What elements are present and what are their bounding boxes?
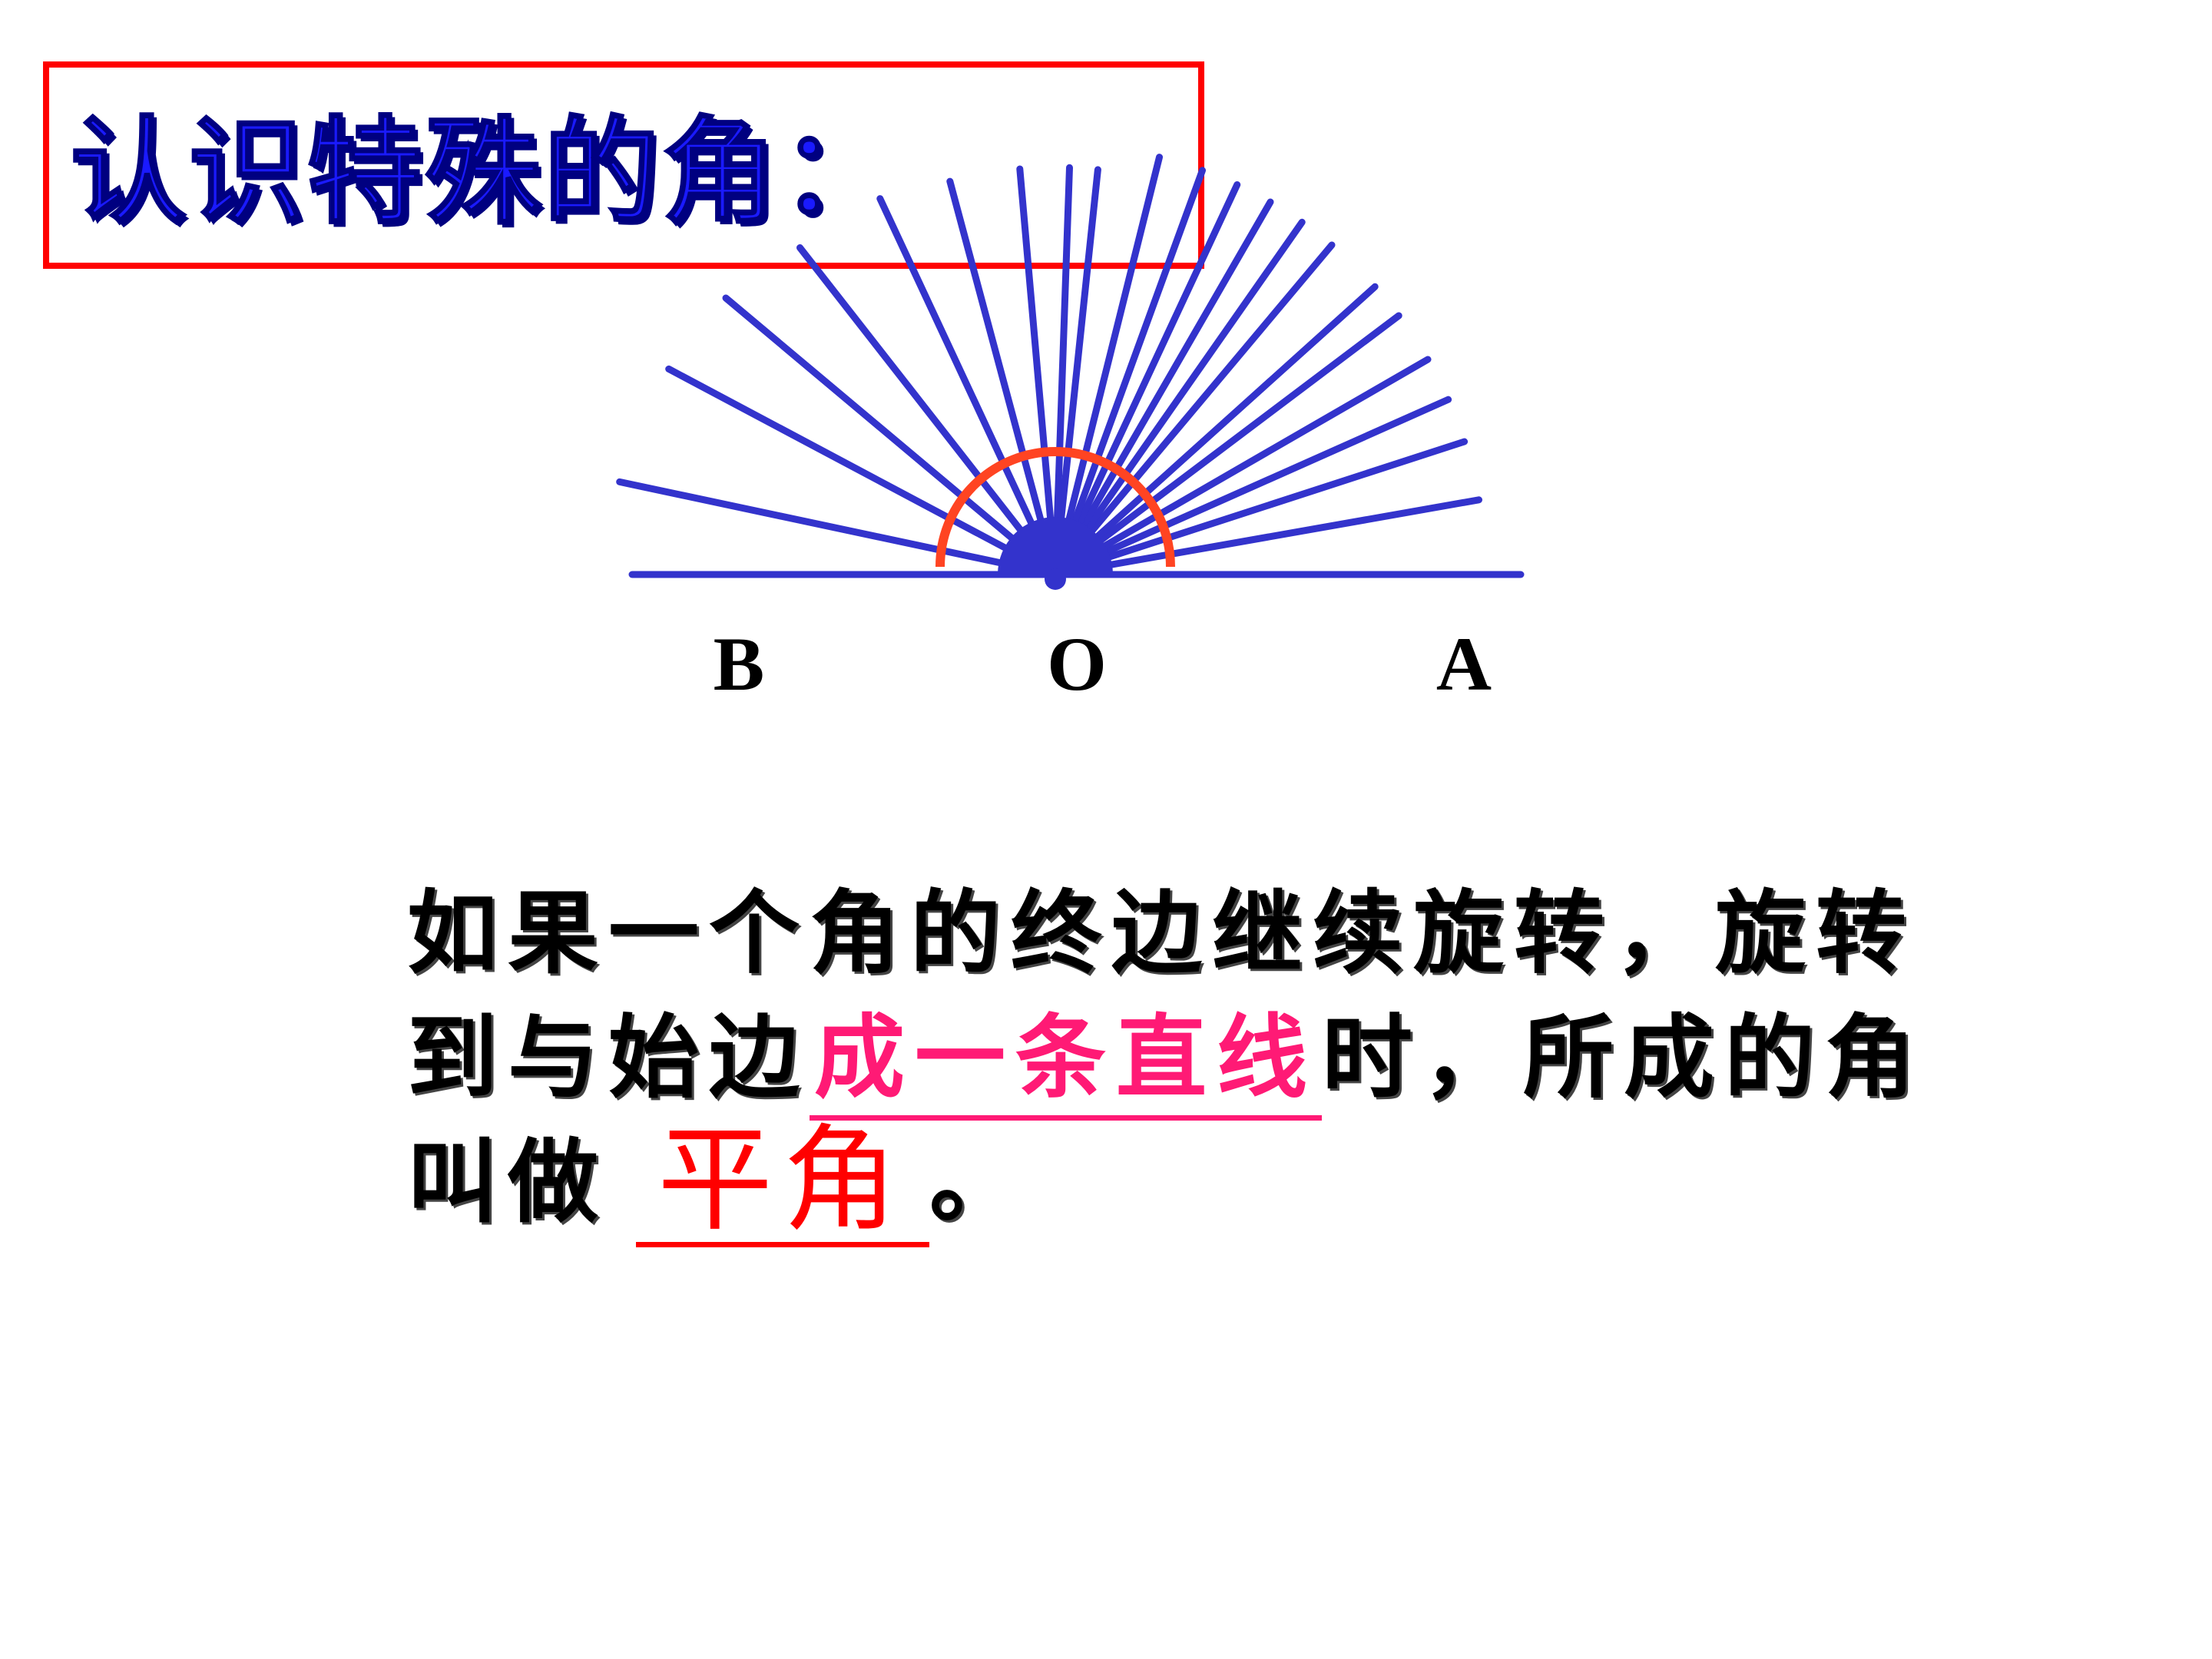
ray-55-deg xyxy=(1051,218,1306,578)
ray-70-deg xyxy=(1051,167,1206,578)
ray-152-deg xyxy=(665,365,1059,578)
ray-65-deg xyxy=(1051,181,1241,578)
ray-50-deg xyxy=(1051,241,1336,578)
ray-88-deg xyxy=(1051,164,1073,578)
title-frame xyxy=(43,61,1204,269)
answer-blank-straight-angle: 平角 xyxy=(636,1119,930,1247)
vertex-ray-bundle xyxy=(998,517,1113,575)
rotating-rays xyxy=(616,154,1482,578)
ray-24-deg xyxy=(1051,396,1452,578)
line3-suffix: 。 xyxy=(929,1129,1031,1235)
line3-prefix: 叫做 xyxy=(407,1129,609,1235)
answer-blank-straight-line: 成一条直线 xyxy=(810,1000,1323,1121)
point-label-A: A xyxy=(1436,621,1492,707)
definition-line-1: 如果一个角的终边继续旋转，旋转 xyxy=(407,880,1917,986)
point-label-O: O xyxy=(1047,621,1107,707)
ray-168-deg xyxy=(616,478,1059,578)
definition-line-2: 到与始边成一条直线时，所成的角 xyxy=(407,992,1926,1123)
ray-128-deg xyxy=(796,244,1059,578)
ray-18-deg xyxy=(1051,438,1469,578)
line2-suffix: 时，所成的角 xyxy=(1322,1005,1926,1111)
ray-115-deg xyxy=(876,195,1059,578)
line2-prefix: 到与始边 xyxy=(407,1005,810,1111)
ray-37-deg xyxy=(1051,312,1402,578)
ray-140-deg xyxy=(722,294,1059,578)
ray-76-deg xyxy=(1051,154,1163,578)
ray-105-deg xyxy=(946,177,1059,578)
ray-84-deg xyxy=(1051,166,1101,578)
vertex-point-O xyxy=(1045,568,1066,590)
straight-angle-arc xyxy=(935,447,1175,568)
page-title: 认识特殊的角： xyxy=(69,106,899,240)
ray-42-deg xyxy=(1051,283,1379,578)
point-label-B: B xyxy=(714,621,765,707)
ray-60-deg xyxy=(1051,198,1274,578)
ray-10-deg xyxy=(1051,496,1482,578)
ray-95-deg xyxy=(1016,165,1059,578)
definition-line-3: 叫做平角。 xyxy=(407,1117,1030,1247)
ray-30-deg xyxy=(1051,356,1432,578)
